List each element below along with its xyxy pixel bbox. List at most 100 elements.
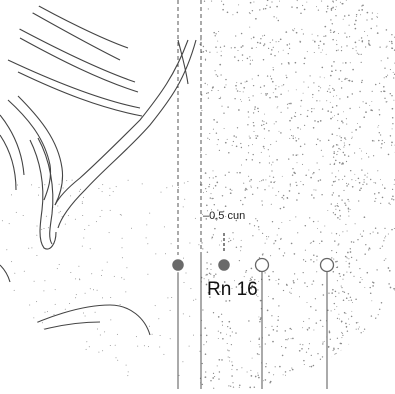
stipple-dot bbox=[355, 299, 357, 301]
stipple-dot bbox=[269, 6, 270, 7]
stipple-dot bbox=[210, 197, 211, 198]
stipple-dot bbox=[285, 330, 287, 332]
stipple-dot bbox=[287, 197, 288, 198]
stipple-dot bbox=[334, 115, 335, 116]
stipple-dot bbox=[225, 142, 227, 144]
stipple-dot bbox=[259, 346, 260, 347]
stipple-dot bbox=[288, 63, 289, 64]
stipple-dot bbox=[320, 41, 322, 43]
rib bbox=[18, 96, 63, 205]
stipple-dot bbox=[359, 182, 361, 184]
stipple-dot bbox=[332, 133, 334, 135]
stipple-dot bbox=[364, 216, 366, 218]
stipple-dot bbox=[286, 284, 287, 285]
stipple-dot bbox=[350, 297, 351, 298]
stipple-dot bbox=[273, 177, 274, 178]
stipple-dot bbox=[333, 96, 334, 97]
stipple-dot bbox=[225, 187, 226, 188]
stipple-dot bbox=[354, 174, 355, 175]
stipple-dot bbox=[336, 362, 337, 363]
stipple-dot bbox=[381, 302, 383, 304]
stipple-dot bbox=[359, 148, 360, 149]
stipple-dot bbox=[264, 148, 265, 149]
stipple-dot bbox=[341, 120, 343, 122]
stipple-dot bbox=[307, 110, 308, 111]
stipple-dot bbox=[283, 206, 285, 208]
stipple-dot bbox=[206, 93, 207, 94]
stipple-dot bbox=[287, 107, 288, 108]
stipple-dot bbox=[312, 284, 313, 285]
stipple-dot bbox=[203, 344, 204, 345]
stipple-dot bbox=[231, 369, 232, 370]
stipple-dot bbox=[79, 191, 80, 192]
stipple-dot bbox=[254, 225, 255, 226]
stipple-dot bbox=[292, 174, 293, 175]
stipple-dot bbox=[120, 304, 121, 305]
stipple-dot bbox=[345, 62, 347, 64]
stipple-dot bbox=[257, 108, 259, 110]
stipple-dot bbox=[290, 184, 291, 185]
stipple-dot bbox=[337, 203, 338, 204]
stipple-dot bbox=[354, 24, 356, 26]
stipple-dot bbox=[278, 41, 279, 42]
stipple-dot bbox=[300, 129, 301, 130]
stipple-dot bbox=[297, 232, 298, 233]
stipple-dot bbox=[320, 120, 322, 122]
stipple-dot bbox=[359, 189, 361, 191]
stipple-dot bbox=[202, 384, 203, 385]
stipple-dot bbox=[275, 121, 276, 122]
stipple-dot bbox=[349, 108, 350, 109]
stipple-dot bbox=[102, 350, 103, 351]
iliac-crest bbox=[20, 305, 150, 335]
stipple-dot bbox=[231, 361, 232, 362]
stipple-dot bbox=[374, 201, 375, 202]
stipple-dot bbox=[215, 185, 217, 187]
stipple-dot bbox=[17, 185, 18, 186]
stipple-dot bbox=[315, 310, 316, 311]
stipple-dot bbox=[366, 382, 367, 383]
stipple-dot bbox=[393, 199, 394, 200]
stipple-dot bbox=[263, 8, 264, 9]
stipple-dot bbox=[304, 125, 305, 126]
stipple-dot bbox=[214, 228, 216, 230]
stipple-dot bbox=[249, 223, 250, 224]
stipple-dot bbox=[232, 14, 233, 15]
stipple-dot bbox=[295, 384, 296, 385]
stipple-dot bbox=[271, 1, 272, 2]
stipple-dot bbox=[343, 190, 344, 191]
stipple-dot bbox=[316, 381, 317, 382]
stipple-dot bbox=[341, 46, 342, 47]
stipple-dot bbox=[339, 136, 340, 137]
stipple-dot bbox=[250, 341, 251, 342]
stipple-dot bbox=[297, 154, 298, 155]
stipple-dot bbox=[311, 108, 312, 109]
stipple-dot bbox=[241, 101, 242, 102]
stipple-dot bbox=[356, 375, 357, 376]
stipple-dot bbox=[52, 363, 53, 364]
stipple-dot bbox=[345, 139, 346, 140]
stipple-dot bbox=[305, 261, 306, 262]
stipple-dot bbox=[228, 241, 229, 242]
stipple-dot bbox=[215, 274, 216, 275]
stipple-dot bbox=[319, 140, 320, 141]
stipple-dot bbox=[265, 8, 267, 10]
stipple-dot bbox=[379, 83, 380, 84]
stipple-dot bbox=[11, 194, 12, 195]
stipple-dot bbox=[270, 144, 271, 145]
stipple-dot bbox=[242, 204, 243, 205]
stipple-dot bbox=[381, 91, 382, 92]
stipple-dot bbox=[343, 378, 345, 380]
stipple-dot bbox=[296, 32, 298, 34]
stipple-dot bbox=[332, 0, 333, 1]
stipple-dot bbox=[207, 92, 208, 93]
stipple-dot bbox=[310, 259, 311, 260]
stipple-dot bbox=[158, 318, 159, 319]
stipple-dot bbox=[120, 214, 121, 215]
stipple-dot bbox=[247, 124, 248, 125]
stipple-dot bbox=[333, 350, 334, 351]
stipple-dot bbox=[252, 159, 253, 160]
stipple-dot bbox=[369, 287, 370, 288]
stipple-dot bbox=[277, 106, 278, 107]
stipple-dot bbox=[390, 329, 391, 330]
